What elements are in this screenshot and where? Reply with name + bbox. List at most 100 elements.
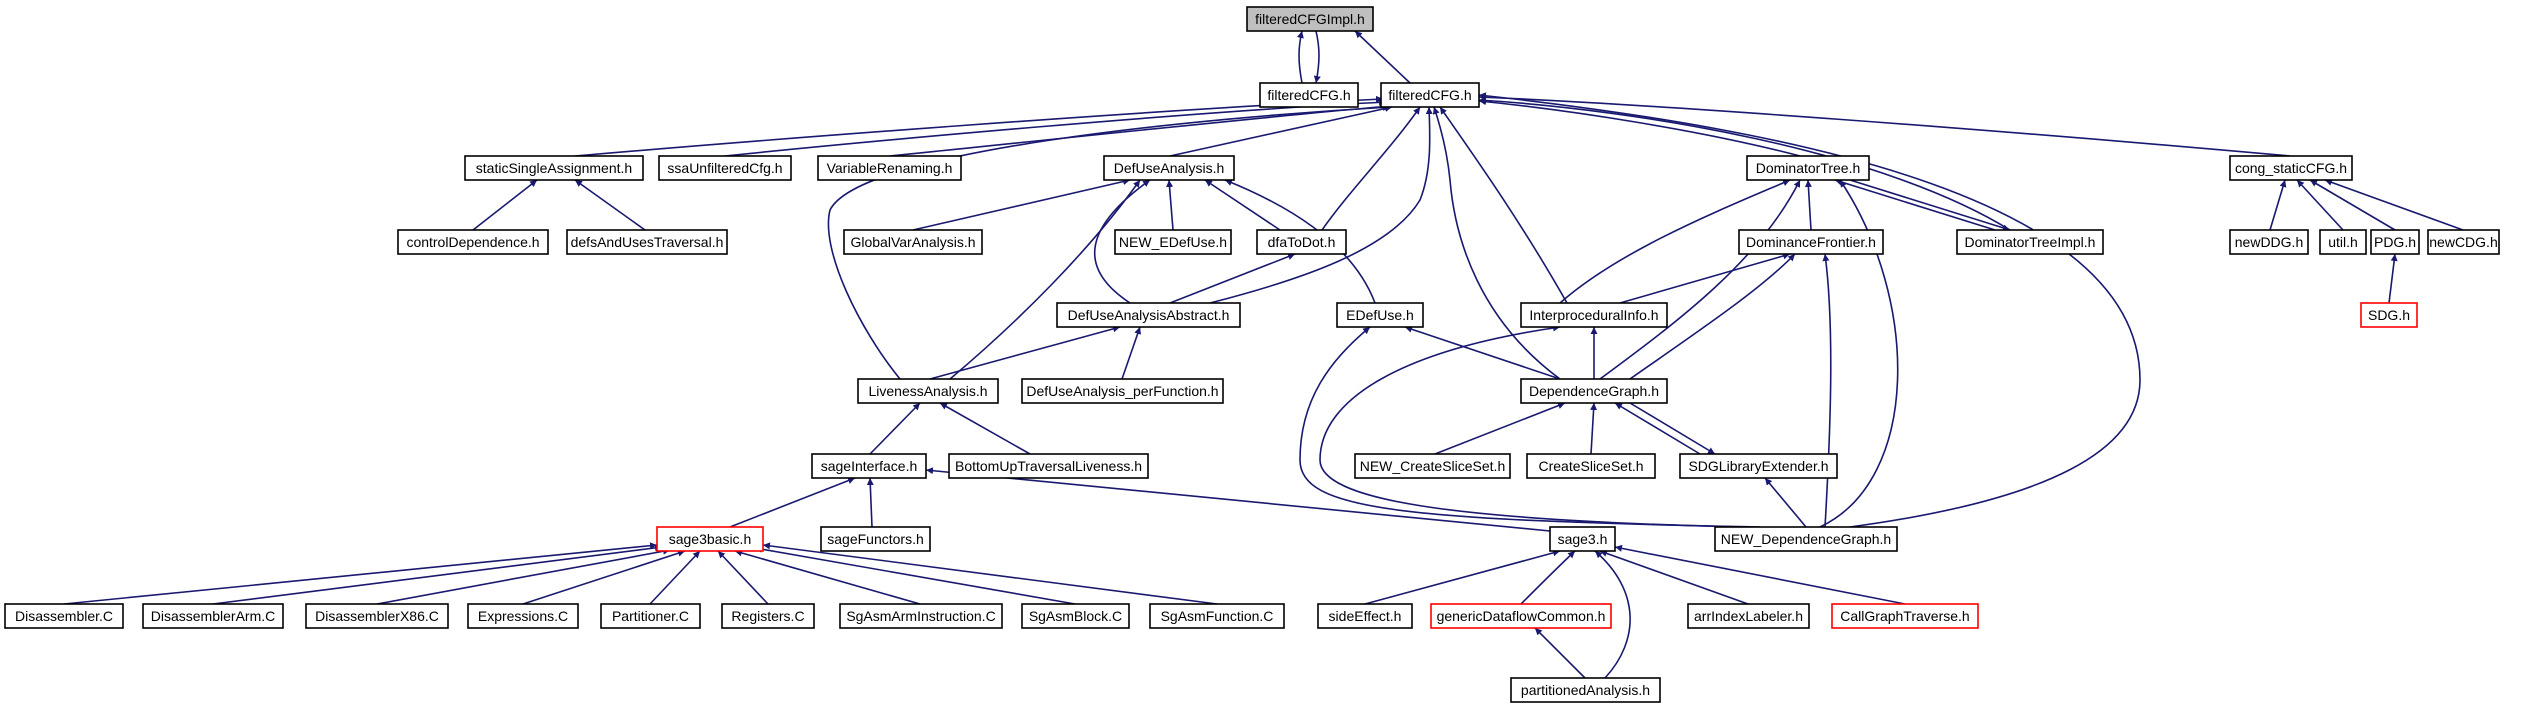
node-box[interactable]	[843, 229, 983, 255]
node-DefUseAnalysis_h[interactable]: DefUseAnalysis.h	[1103, 155, 1235, 181]
node-sage3_h[interactable]: sage3.h	[1549, 526, 1616, 552]
node-box[interactable]	[658, 155, 792, 181]
node-box[interactable]	[1738, 229, 1884, 255]
node-Expressions_C[interactable]: Expressions.C	[467, 603, 579, 629]
node-EDefUse_h[interactable]: EDefUse.h	[1336, 302, 1424, 328]
node-box[interactable]	[1956, 229, 2104, 255]
node-CallGraphTraverse_h[interactable]: CallGraphTraverse.h	[1831, 603, 1979, 629]
node-DominanceFrontier_h[interactable]: DominanceFrontier.h	[1738, 229, 1884, 255]
node-box[interactable]	[4, 603, 124, 629]
node-Partitioner_C[interactable]: Partitioner.C	[600, 603, 701, 629]
node-box[interactable]	[2360, 302, 2418, 328]
node-SDGLibraryExtender_h[interactable]: SDGLibraryExtender.h	[1679, 453, 1838, 479]
node-box[interactable]	[305, 603, 449, 629]
node-BottomUpTraversalLiveness_h[interactable]: BottomUpTraversalLiveness.h	[948, 453, 1149, 479]
node-box[interactable]	[600, 603, 701, 629]
node-LivenessAnalysis_h[interactable]: LivenessAnalysis.h	[857, 378, 999, 404]
node-NEW_EDefUse_h[interactable]: NEW_EDefUse.h	[1114, 229, 1232, 255]
node-SgAsmFunction_C[interactable]: SgAsmFunction.C	[1149, 603, 1285, 629]
node-controlDependence_h[interactable]: controlDependence.h	[397, 229, 549, 255]
node-newCDG_h[interactable]: newCDG.h	[2427, 229, 2500, 255]
node-Registers_C[interactable]: Registers.C	[721, 603, 815, 629]
node-box[interactable]	[1114, 229, 1232, 255]
node-filteredCFG_h[interactable]: filteredCFG.h	[1380, 82, 1480, 108]
node-SgAsmArmInstruction_C[interactable]: SgAsmArmInstruction.C	[839, 603, 1003, 629]
node-VariableRenaming_h[interactable]: VariableRenaming.h	[817, 155, 962, 181]
node-DisassemblerX86_C[interactable]: DisassemblerX86.C	[305, 603, 449, 629]
node-dfaToDot_h[interactable]: dfaToDot.h	[1256, 229, 1347, 255]
node-filteredCFG_h_left[interactable]: filteredCFG.h	[1259, 82, 1359, 108]
node-box[interactable]	[1520, 302, 1668, 328]
node-DisassemblerArm_C[interactable]: DisassemblerArm.C	[142, 603, 284, 629]
node-box[interactable]	[397, 229, 549, 255]
node-SgAsmBlock_C[interactable]: SgAsmBlock.C	[1021, 603, 1130, 629]
node-InterproceduralInfo_h[interactable]: InterproceduralInfo.h	[1520, 302, 1668, 328]
node-genericDataflowCommon_h[interactable]: genericDataflowCommon.h	[1430, 603, 1612, 629]
node-Disassembler_C[interactable]: Disassembler.C	[4, 603, 124, 629]
node-sage3basic_h[interactable]: sage3basic.h	[656, 526, 764, 552]
node-box[interactable]	[1317, 603, 1413, 629]
node-arrIndexLabeler_h[interactable]: arrIndexLabeler.h	[1687, 603, 1810, 629]
node-partitionedAnalysis_h[interactable]: partitionedAnalysis.h	[1510, 677, 1661, 703]
node-box[interactable]	[1259, 82, 1359, 108]
node-sageInterface_h[interactable]: sageInterface.h	[811, 453, 927, 479]
node-CreateSliceSet_h[interactable]: CreateSliceSet.h	[1526, 453, 1656, 479]
node-DominatorTreeImpl_h[interactable]: DominatorTreeImpl.h	[1956, 229, 2104, 255]
node-DefUseAnalysis_perFunction_h[interactable]: DefUseAnalysis_perFunction.h	[1021, 378, 1224, 404]
node-NEW_CreateSliceSet_h[interactable]: NEW_CreateSliceSet.h	[1354, 453, 1511, 479]
node-box[interactable]	[2370, 229, 2420, 255]
node-box[interactable]	[1510, 677, 1661, 703]
node-ssaUnfilteredCfg_h[interactable]: ssaUnfilteredCfg.h	[658, 155, 792, 181]
node-box[interactable]	[1687, 603, 1810, 629]
node-box[interactable]	[2229, 155, 2353, 181]
node-box[interactable]	[1103, 155, 1235, 181]
node-box[interactable]	[721, 603, 815, 629]
node-DominatorTree_h[interactable]: DominatorTree.h	[1746, 155, 1870, 181]
node-box[interactable]	[1380, 82, 1480, 108]
node-filteredCFGImpl_h[interactable]: filteredCFGImpl.h	[1246, 6, 1374, 32]
node-box[interactable]	[1256, 229, 1347, 255]
node-box[interactable]	[839, 603, 1003, 629]
node-box[interactable]	[1831, 603, 1979, 629]
node-util_h[interactable]: util.h	[2319, 229, 2367, 255]
node-box[interactable]	[2427, 229, 2500, 255]
node-box[interactable]	[1526, 453, 1656, 479]
node-box[interactable]	[1021, 378, 1224, 404]
node-box[interactable]	[1430, 603, 1612, 629]
node-newDDG_h[interactable]: newDDG.h	[2229, 229, 2309, 255]
node-GlobalVarAnalysis_h[interactable]: GlobalVarAnalysis.h	[843, 229, 983, 255]
node-defsAndUsesTraversal_h[interactable]: defsAndUsesTraversal.h	[566, 229, 728, 255]
node-cong_staticCFG_h[interactable]: cong_staticCFG.h	[2229, 155, 2353, 181]
node-box[interactable]	[1549, 526, 1616, 552]
node-box[interactable]	[2319, 229, 2367, 255]
node-box[interactable]	[1520, 378, 1668, 404]
node-NEW_DependenceGraph_h[interactable]: NEW_DependenceGraph.h	[1714, 526, 1898, 552]
node-SDG_h[interactable]: SDG.h	[2360, 302, 2418, 328]
node-box[interactable]	[1336, 302, 1424, 328]
node-DependenceGraph_h[interactable]: DependenceGraph.h	[1520, 378, 1668, 404]
node-box[interactable]	[817, 155, 962, 181]
node-box[interactable]	[948, 453, 1149, 479]
node-sideEffect_h[interactable]: sideEffect.h	[1317, 603, 1413, 629]
node-box[interactable]	[1746, 155, 1870, 181]
node-box[interactable]	[811, 453, 927, 479]
node-box[interactable]	[820, 526, 931, 552]
node-box[interactable]	[2229, 229, 2309, 255]
node-box[interactable]	[1679, 453, 1838, 479]
node-box[interactable]	[1021, 603, 1130, 629]
node-sageFunctors_h[interactable]: sageFunctors.h	[820, 526, 931, 552]
node-box[interactable]	[1354, 453, 1511, 479]
node-box[interactable]	[142, 603, 284, 629]
node-box[interactable]	[1056, 302, 1241, 328]
node-box[interactable]	[1246, 6, 1374, 32]
node-box[interactable]	[1149, 603, 1285, 629]
node-staticSingleAssignment_h[interactable]: staticSingleAssignment.h	[464, 155, 644, 181]
node-box[interactable]	[656, 526, 764, 552]
node-box[interactable]	[1714, 526, 1898, 552]
node-box[interactable]	[857, 378, 999, 404]
node-box[interactable]	[464, 155, 644, 181]
node-DefUseAnalysisAbstract_h[interactable]: DefUseAnalysisAbstract.h	[1056, 302, 1241, 328]
node-box[interactable]	[566, 229, 728, 255]
node-box[interactable]	[467, 603, 579, 629]
node-PDG_h[interactable]: PDG.h	[2370, 229, 2420, 255]
